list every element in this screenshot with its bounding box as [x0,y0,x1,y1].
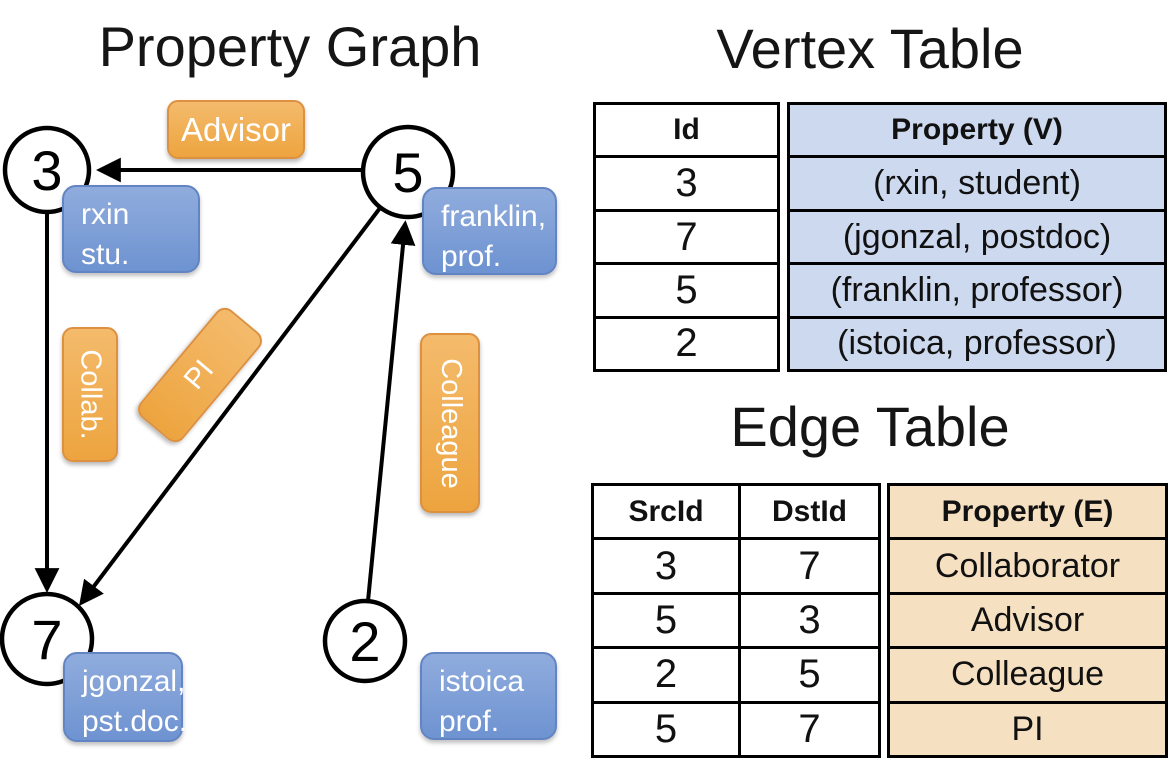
property-box-jgonzal: jgonzal, pst.doc. [63,652,188,742]
edge-table-property-header: Property (E) [941,494,1114,528]
vertex-table-id-cell: 5 [596,262,777,315]
edge-table-dstid-cell: 7 [798,706,821,751]
edge-table-dstid-cell: 3 [798,598,821,643]
graph-canvas [0,124,456,687]
edge-table-dstid-cell: 5 [798,652,821,697]
edge-table-ids-row: 2 5 [594,646,878,701]
edge-table-srcid-cell: 3 [594,540,741,592]
vertex-node-7-label: 7 [31,607,63,671]
vertex-table-id-column: Id 3 7 5 2 [593,102,780,372]
edge-table-dstid-cell: 7 [798,543,821,588]
edge-label-advisor-text: Advisor [180,110,292,148]
vertex-node-5-label: 5 [392,140,424,204]
vertex-table-id-header: Id [673,113,700,147]
edge-label-pi-text: PI [178,353,221,396]
property-box-istoica: istoica prof. [420,652,557,740]
edge-5-to-7-arrow [79,206,382,606]
property-box-istoica-line1: istoica [439,665,525,698]
vertex-table-property-column: Property (V) (rxin, student) (jgonzal, p… [787,102,1167,372]
edge-table-ids-row: 5 3 [594,591,878,647]
edge-2-to-5-arrow [366,220,416,602]
property-box-jgonzal-line2: pst.doc. [82,705,188,738]
property-box-rxin-line2: stu. [81,238,130,271]
edge-table-title: Edge Table [730,395,1010,458]
edge-table-srcid-cell: 5 [594,703,741,756]
edge-table-dstid-header: DstId [772,494,847,528]
property-box-jgonzal-line1: jgonzal, [82,665,186,698]
vertex-table-property-cell: (rxin, student) [790,155,1164,208]
edge-table-ids-columns: SrcId DstId 3 7 5 3 2 5 5 7 [591,483,881,758]
edge-table-property-cell: Collaborator [890,537,1165,591]
vertex-table-id-cell: 2 [596,315,777,369]
edge-label-advisor: Advisor [167,100,305,159]
edge-table-property-column: Property (E) Collaborator Advisor Collea… [887,483,1168,758]
edge-table-ids-row: 3 7 [594,537,878,592]
edge-table-property-cell: Advisor [890,591,1165,646]
edge-table-srcid-cell: 2 [594,649,741,701]
edge-table-ids-header-row: SrcId DstId [594,486,878,538]
vertex-table-property-cell: (jgonzal, postdoc) [790,208,1164,262]
vertex-table-property-cell: (istoica, professor) [790,315,1164,369]
property-box-franklin-line1: franklin, [441,200,547,233]
property-box-franklin-line2: prof. [441,240,502,273]
vertex-table-title: Vertex Table [716,17,1024,80]
edge-label-collab: Collab. [62,327,118,462]
edge-table-ids-row: 5 7 [594,700,878,756]
vertex-table-property-header: Property (V) [891,113,1063,147]
edge-label-collab-text: Collab. [74,349,107,440]
property-box-franklin: franklin, prof. [422,187,557,275]
edge-table-property-cell: Colleague [890,646,1165,700]
vertex-table-id-cell: 3 [596,155,777,208]
edge-table-srcid-header: SrcId [594,486,741,538]
edge-label-colleague: Colleague [420,333,480,513]
property-box-rxin-line1: rxin [81,198,130,231]
edge-label-colleague-text: Colleague [434,357,467,489]
property-graph-title: Property Graph [98,15,482,78]
vertex-node-2-circle [322,598,408,684]
vertex-table-id-cell: 7 [596,208,777,262]
vertex-node-2-label: 2 [349,609,381,673]
vertex-node-3-label: 3 [31,138,63,202]
edge-table-property-cell: PI [890,700,1165,755]
edge-table-srcid-cell: 5 [594,594,741,647]
property-box-istoica-line2: prof. [439,705,500,738]
vertex-table-property-cell: (franklin, professor) [790,262,1164,315]
property-box-rxin: rxin stu. [62,185,200,273]
